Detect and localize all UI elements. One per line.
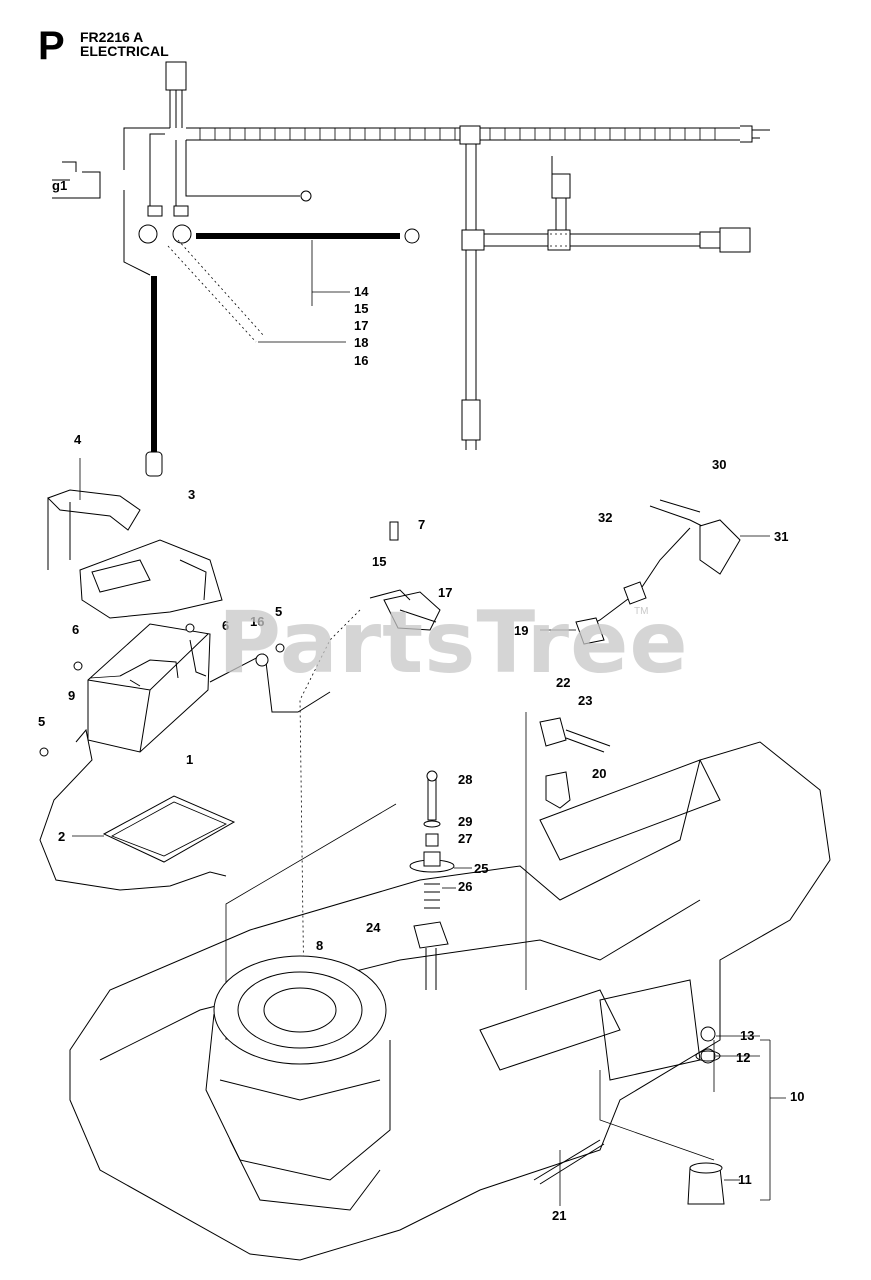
callout-17[interactable]: 17: [438, 585, 452, 600]
wiring-harness[interactable]: g1: [52, 61, 770, 477]
callout-19[interactable]: 19: [514, 623, 528, 638]
callout-29[interactable]: 29: [458, 814, 472, 829]
callout-1[interactable]: 1: [186, 752, 193, 767]
callout-14[interactable]: 14: [354, 284, 369, 299]
harness-loom-segments: [199, 128, 716, 140]
callout-10[interactable]: 10: [790, 1089, 804, 1104]
callout-24[interactable]: 24: [366, 920, 381, 935]
callout-15[interactable]: 15: [354, 301, 368, 316]
callout-27[interactable]: 27: [458, 831, 472, 846]
callout-5[interactable]: 5: [275, 604, 282, 619]
callout-12[interactable]: 12: [736, 1050, 750, 1065]
section-letter: P: [38, 24, 65, 68]
callout-30[interactable]: 30: [712, 457, 726, 472]
callout-22[interactable]: 22: [556, 675, 570, 690]
battery-cover[interactable]: [79, 539, 223, 619]
callout-16[interactable]: 16: [354, 353, 368, 368]
battery-holddown-bracket[interactable]: [47, 458, 141, 570]
callout-6[interactable]: 6: [72, 622, 79, 637]
callout-16[interactable]: 16: [250, 614, 264, 629]
callout-labels: 1 2 3 4 5 5 6 6 7 8 9 10 11 12 13 14 15 …: [38, 284, 804, 1223]
callout-6[interactable]: 6: [222, 618, 229, 633]
callout-9[interactable]: 9: [68, 688, 75, 703]
callout-23[interactable]: 23: [578, 693, 592, 708]
callout-20[interactable]: 20: [592, 766, 606, 781]
callout-7[interactable]: 7: [418, 517, 425, 532]
starter-solenoid[interactable]: [299, 521, 441, 1001]
callout-21[interactable]: 21: [552, 1208, 566, 1223]
ground-wire[interactable]: [533, 1139, 605, 1206]
callout-18[interactable]: 18: [354, 335, 368, 350]
callout-17[interactable]: 17: [354, 318, 368, 333]
callout-25[interactable]: 25: [474, 861, 488, 876]
watermark: PartsTree: [218, 593, 689, 693]
callout-8[interactable]: 8: [316, 938, 323, 953]
battery-tray[interactable]: [102, 795, 236, 863]
model-number: FR2216 A: [80, 29, 144, 45]
callout-11[interactable]: 11: [738, 1172, 752, 1187]
engine[interactable]: [205, 955, 391, 1211]
callout-28[interactable]: 28: [458, 772, 472, 787]
vertical-loom-segments: [465, 160, 477, 420]
tractor-frame: [69, 741, 831, 1261]
diagram-title: ELECTRICAL: [80, 43, 169, 59]
seat-switch[interactable]: [525, 712, 611, 990]
callout-15[interactable]: 15: [372, 554, 386, 569]
battery-cables[interactable]: [39, 623, 331, 891]
auxiliary-harness[interactable]: [575, 499, 741, 645]
callout-32[interactable]: 32: [598, 510, 612, 525]
watermark-trademark: TM: [634, 606, 649, 617]
callout-31[interactable]: 31: [774, 529, 788, 544]
fuel-valve-assembly[interactable]: [225, 770, 455, 1040]
callout-26[interactable]: 26: [458, 879, 472, 894]
callout-2[interactable]: 2: [58, 829, 65, 844]
callout-5[interactable]: 5: [38, 714, 45, 729]
battery[interactable]: [87, 623, 211, 753]
callout-3[interactable]: 3: [188, 487, 195, 502]
callout-leaders: [72, 291, 770, 1181]
relay-bracket[interactable]: [599, 1026, 786, 1205]
svg-text:g1: g1: [52, 178, 67, 193]
callout-13[interactable]: 13: [740, 1028, 754, 1043]
callout-4[interactable]: 4: [74, 432, 82, 447]
